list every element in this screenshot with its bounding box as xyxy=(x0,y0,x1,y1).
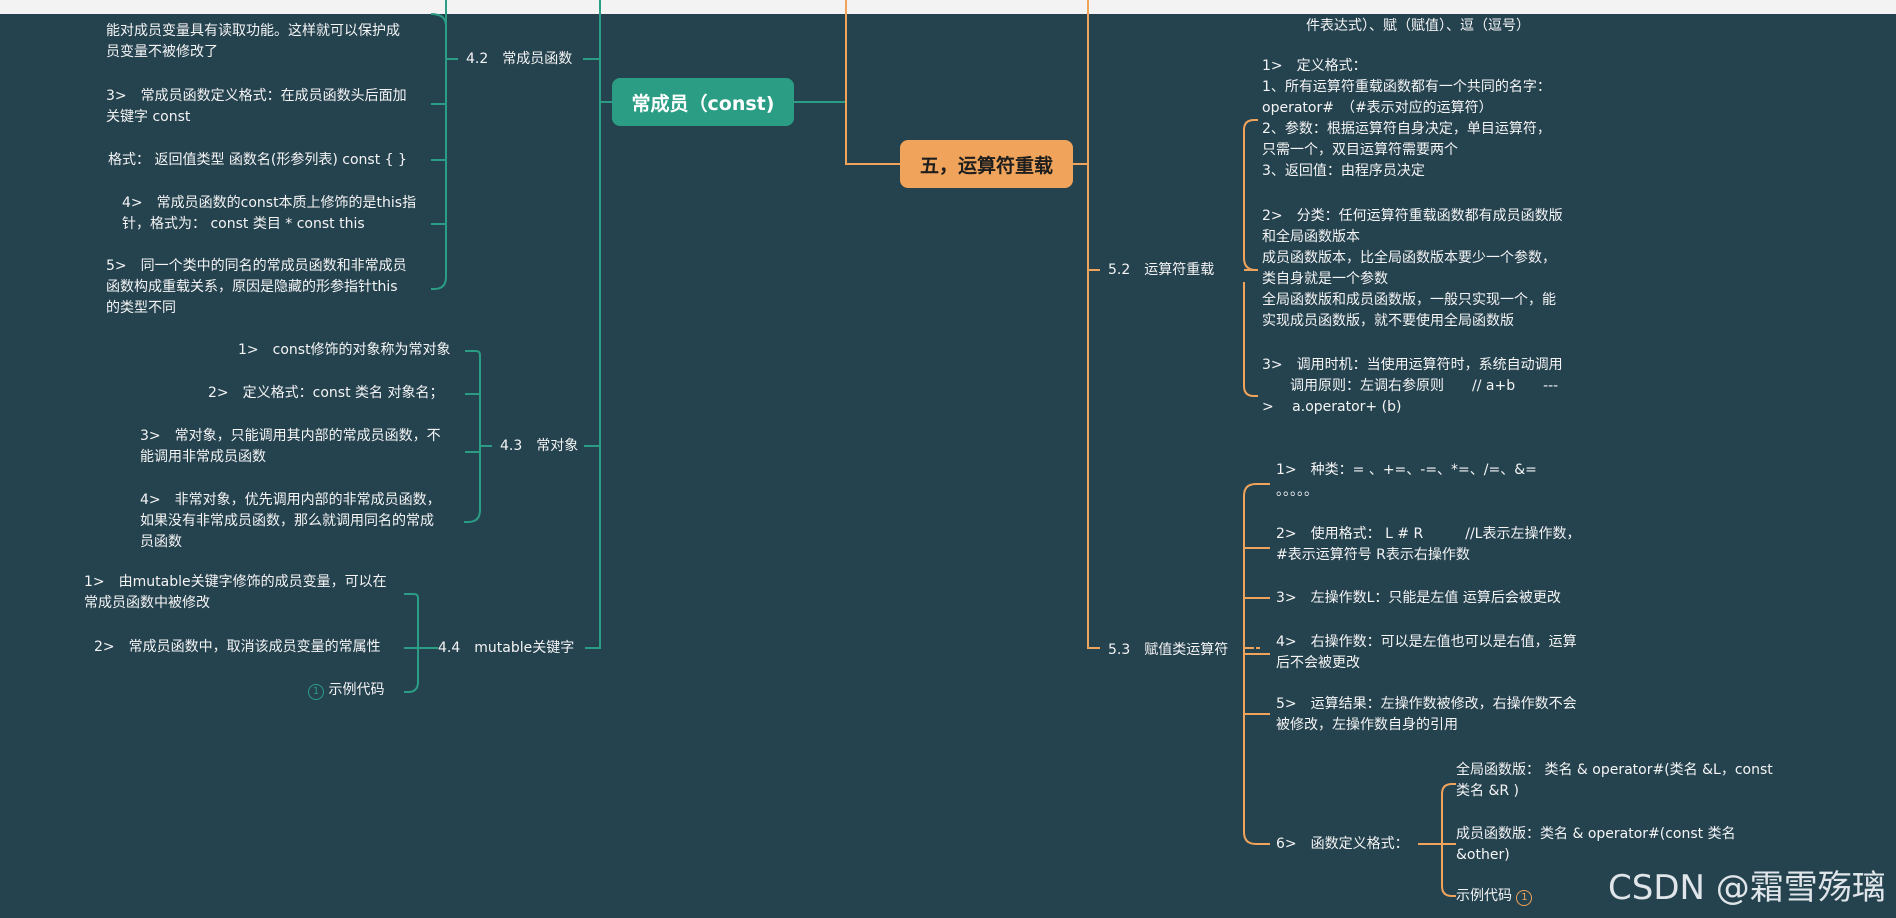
s52-item-1-line: operator# （#表示对应的运算符） xyxy=(1262,100,1493,116)
s53-item-5-line: 被修改，左操作数自身的引用 xyxy=(1276,717,1458,733)
s53-item-1: 1> 种类：= 、+=、-=、*=、/=、&= 。。。。。 xyxy=(1276,460,1537,502)
s42-item-format: 格式： 返回值类型 函数名(形参列表) const { } xyxy=(108,150,407,171)
s42-item-1: 能对成员变量具有读取功能。这样就可以保护成 员变量不被修改了 xyxy=(106,21,400,63)
s52-item-1-line: 只需一个，双目运算符需要两个 xyxy=(1262,142,1458,158)
s43-item-4-line: 员函数 xyxy=(140,534,182,550)
s44-item-1-line: 常成员函数中被修改 xyxy=(84,595,210,611)
const-member-root-node[interactable]: 常成员（const) xyxy=(612,78,794,126)
s53-item-3: 3> 左操作数L：只能是左值 运算后会被更改 xyxy=(1276,588,1561,609)
s43-item-1-line: 1> const修饰的对象称为常对象 xyxy=(238,342,451,358)
s52-item-3: 3> 调用时机：当使用运算符时，系统自动调用 调用原则：左调右参原则 // a+… xyxy=(1262,355,1563,418)
top-toolbar-strip xyxy=(0,0,1896,14)
section-5-2-label[interactable]: 5.2 运算符重载 xyxy=(1108,262,1215,278)
s53-example-code[interactable]: 示例代码 1 xyxy=(1456,886,1533,907)
s53-item-2: 2> 使用格式： L # R //L表示左操作数， #表示运算符号 R表示右操作… xyxy=(1276,524,1580,566)
s42-item-5-line: 函数构成重载关系，原因是隐藏的形参指针this xyxy=(106,279,398,295)
s53-item-6-global-line: 全局函数版： 类名 & operator#(类名 &L，const xyxy=(1456,762,1773,778)
example-code-badge-icon: 1 xyxy=(308,684,324,700)
const-member-root-label: 常成员（const) xyxy=(631,92,775,115)
s42-item-3: 3> 常成员函数定义格式：在成员函数头后面加 关键字 const xyxy=(106,86,407,128)
section-5-3-label[interactable]: 5.3 赋值类运算符 xyxy=(1108,642,1229,658)
s53-item-6-member: 成员函数版：类名 & operator#(const 类名 &other) xyxy=(1456,824,1736,866)
s52-item-3-line: 调用原则：左调右参原则 // a+b --- xyxy=(1262,378,1559,394)
s53-item-1-line: 。。。。。 xyxy=(1276,483,1318,499)
section-4-3-label[interactable]: 4.3 常对象 xyxy=(500,438,579,454)
s53-item-2-line: 2> 使用格式： L # R //L表示左操作数， xyxy=(1276,526,1581,542)
s53-item-6-member-line: &other) xyxy=(1456,847,1510,863)
s42-item-1-line: 能对成员变量具有读取功能。这样就可以保护成 xyxy=(106,23,400,39)
s53-item-2-line: #表示运算符号 R表示右操作数 xyxy=(1276,547,1470,563)
s43-item-4: 4> 非常对象，优先调用内部的非常成员函数， 如果没有非常成员函数，那么就调用同… xyxy=(140,490,441,553)
s43-item-1: 1> const修饰的对象称为常对象 xyxy=(238,340,451,361)
s52-item-2-line: 实现成员函数版，就不要使用全局函数版 xyxy=(1262,313,1514,329)
s43-item-3-line: 3> 常对象，只能调用其内部的常成员函数，不 xyxy=(140,428,441,444)
s43-item-4-line: 如果没有非常成员函数，那么就调用同名的常成 xyxy=(140,513,434,529)
s52-item-2: 2> 分类：任何运算符重载函数都有成员函数版 和全局函数版本 成员函数版本，比全… xyxy=(1262,206,1563,332)
s44-item-2-line: 2> 常成员函数中，取消该成员变量的常属性 xyxy=(94,639,381,655)
s52-item-1-line: 1、所有运算符重载函数都有一个共同的名字： xyxy=(1262,79,1551,95)
s42-item-5: 5> 同一个类中的同名的常成员函数和非常成员 函数构成重载关系，原因是隐藏的形参… xyxy=(106,256,407,319)
operator-overload-root-label: 五，运算符重载 xyxy=(919,154,1053,177)
s44-example-code-label: 示例代码 xyxy=(328,682,385,698)
s53-item-5: 5> 运算结果：左操作数被修改，右操作数不会 被修改，左操作数自身的引用 xyxy=(1276,694,1577,736)
s52-item-3-line: 3> 调用时机：当使用运算符时，系统自动调用 xyxy=(1262,357,1563,373)
s42-item-5-line: 5> 同一个类中的同名的常成员函数和非常成员 xyxy=(106,258,407,274)
s52-item-3-line: > a.operator+ (b) xyxy=(1262,399,1402,415)
s52-item-2-line: 成员函数版本，比全局函数版本要少一个参数， xyxy=(1262,250,1556,266)
s42-item-4: 4> 常成员函数的const本质上修饰的是this指 针，格式为： const … xyxy=(122,193,416,235)
s52-item-1: 1> 定义格式： 1、所有运算符重载函数都有一个共同的名字： operator#… xyxy=(1262,56,1551,182)
s43-item-2: 2> 定义格式：const 类名 对象名； xyxy=(208,383,443,404)
s43-item-3-line: 能调用非常成员函数 xyxy=(140,449,266,465)
section-4-4-label[interactable]: 4.4 mutable关键字 xyxy=(438,640,575,656)
s44-item-1: 1> 由mutable关键字修饰的成员变量，可以在 常成员函数中被修改 xyxy=(84,572,387,614)
s53-item-6-label[interactable]: 6> 函数定义格式： xyxy=(1276,836,1409,852)
s43-item-4-line: 4> 非常对象，优先调用内部的非常成员函数， xyxy=(140,492,441,508)
s52-item-1-line: 2、参数：根据运算符自身决定，单目运算符， xyxy=(1262,121,1551,137)
example-code-badge-icon: 1 xyxy=(1516,890,1533,906)
s53-item-1-line: 1> 种类：= 、+=、-=、*=、/=、&= xyxy=(1276,462,1537,478)
s53-item-6-global: 全局函数版： 类名 & operator#(类名 &L，const 类名 &R … xyxy=(1456,760,1773,802)
s53-example-code-label: 示例代码 xyxy=(1456,888,1512,904)
s42-item-format-line: 格式： 返回值类型 函数名(形参列表) const { } xyxy=(108,152,407,168)
s52-item-2-line: 全局函数版和成员函数版，一般只实现一个，能 xyxy=(1262,292,1556,308)
s43-item-2-line: 2> 定义格式：const 类名 对象名； xyxy=(208,385,444,401)
s52-item-1-line: 1> 定义格式： xyxy=(1262,58,1367,74)
s52-item-1-line: 3、返回值：由程序员决定 xyxy=(1262,163,1425,179)
s42-item-5-line: 的类型不同 xyxy=(106,300,176,316)
s42-item-4-line: 针，格式为： const 类目 * const this xyxy=(122,216,365,232)
s53-item-4-line: 4> 右操作数：可以是左值也可以是右值，运算 xyxy=(1276,634,1577,650)
s44-example-code[interactable]: 1 示例代码 xyxy=(308,680,384,701)
s53-item-6-member-line: 成员函数版：类名 & operator#(const 类名 xyxy=(1456,826,1736,842)
s44-item-1-line: 1> 由mutable关键字修饰的成员变量，可以在 xyxy=(84,574,387,590)
s42-item-3-line: 关键字 const xyxy=(106,109,191,125)
s42-item-3-line: 3> 常成员函数定义格式：在成员函数头后面加 xyxy=(106,88,407,104)
s53-item-5-line: 5> 运算结果：左操作数被修改，右操作数不会 xyxy=(1276,696,1577,712)
s42-item-1-line: 员变量不被修改了 xyxy=(106,44,218,60)
s53-item-6-global-line: 类名 &R ) xyxy=(1456,783,1520,799)
s53-item-4-line: 后不会被更改 xyxy=(1276,655,1360,671)
csdn-watermark: CSDN @霜雪殇璃 xyxy=(1608,868,1886,908)
s42-item-4-line: 4> 常成员函数的const本质上修饰的是this指 xyxy=(122,195,417,211)
section-4-2-label[interactable]: 4.2 常成员函数 xyxy=(466,51,573,67)
s44-item-2: 2> 常成员函数中，取消该成员变量的常属性 xyxy=(94,637,381,658)
s52-item-2-line: 类自身就是一个参数 xyxy=(1262,271,1388,287)
s43-item-3: 3> 常对象，只能调用其内部的常成员函数，不 能调用非常成员函数 xyxy=(140,426,441,468)
s52-item-2-line: 2> 分类：任何运算符重载函数都有成员函数版 xyxy=(1262,208,1563,224)
s53-item-3-line: 3> 左操作数L：只能是左值 运算后会被更改 xyxy=(1276,590,1561,606)
s52-item-2-line: 和全局函数版本 xyxy=(1262,229,1360,245)
top-partial-text: 件表达式）、赋（赋值）、逗（逗号） xyxy=(1306,18,1530,34)
operator-overload-root-node[interactable]: 五，运算符重载 xyxy=(900,140,1073,188)
s53-item-4: 4> 右操作数：可以是左值也可以是右值，运算 后不会被更改 xyxy=(1276,632,1577,674)
